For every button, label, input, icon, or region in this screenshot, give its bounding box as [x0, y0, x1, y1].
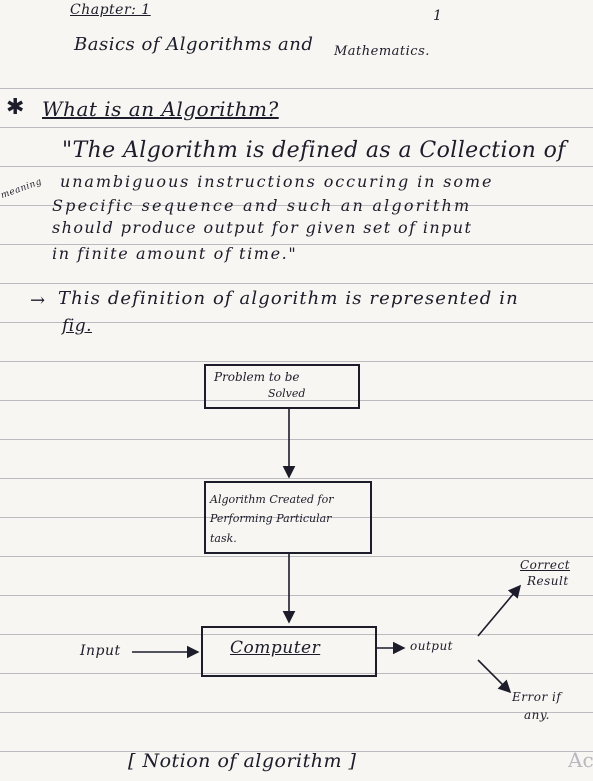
- ruled-line: [0, 322, 593, 323]
- ruled-line: [0, 751, 593, 752]
- ruled-line: [0, 127, 593, 128]
- problem-box: [204, 364, 360, 409]
- correct-result-label: Correct: [520, 558, 571, 572]
- definition-line: Specific sequence and such an algorithm: [52, 196, 472, 215]
- algorithm-box-line: Performing Particular: [210, 512, 332, 525]
- watermark: Ac: [568, 748, 593, 772]
- ruled-line: [0, 205, 593, 206]
- error-label: any.: [524, 708, 550, 722]
- algorithm-box-line: Algorithm Created for: [210, 493, 334, 506]
- question-heading: What is an Algorithm?: [42, 97, 279, 121]
- ruled-line: [0, 244, 593, 245]
- definition-line: in finite amount of time.": [52, 244, 298, 263]
- ruled-line: [0, 478, 593, 479]
- ruled-line: [0, 361, 593, 362]
- ruled-line: [0, 517, 593, 518]
- error-label: Error if: [512, 690, 562, 704]
- problem-box-line: Problem to be: [214, 370, 300, 384]
- figure-caption: [ Notion of algorithm ]: [128, 750, 357, 772]
- arrow-bullet-icon: →: [30, 290, 46, 311]
- ruled-line: [0, 439, 593, 440]
- ruled-line: [0, 595, 593, 596]
- definition-line: "The Algorithm is defined as a Collectio…: [62, 138, 566, 163]
- definition-line: should produce output for given set of i…: [52, 218, 473, 237]
- ruled-line: [0, 556, 593, 557]
- output-label: output: [410, 639, 454, 653]
- ruled-line: [0, 673, 593, 674]
- algorithm-box: [204, 481, 372, 554]
- star-bullet-icon: ✱: [6, 95, 25, 120]
- ruled-line: [0, 283, 593, 284]
- chapter-title-continued: Mathematics.: [334, 44, 430, 59]
- statement-line: This definition of algorithm is represen…: [58, 288, 519, 309]
- chapter-label: Chapter: 1: [70, 2, 151, 18]
- correct-result-label: Result: [527, 574, 569, 588]
- definition-line: unambiguous instructions occuring in som…: [60, 172, 494, 191]
- input-label: Input: [80, 643, 121, 659]
- ruled-line: [0, 712, 593, 713]
- ruled-line: [0, 400, 593, 401]
- problem-box-line: Solved: [268, 387, 306, 400]
- computer-box: [201, 626, 377, 677]
- ruled-line: [0, 88, 593, 89]
- ruled-line: [0, 166, 593, 167]
- page-number: 1: [433, 8, 443, 24]
- chapter-title: Basics of Algorithms and: [74, 34, 314, 55]
- statement-line: fig.: [62, 316, 93, 336]
- computer-box-label: Computer: [230, 638, 321, 658]
- algorithm-box-line: task.: [210, 532, 237, 545]
- ruled-line: [0, 634, 593, 635]
